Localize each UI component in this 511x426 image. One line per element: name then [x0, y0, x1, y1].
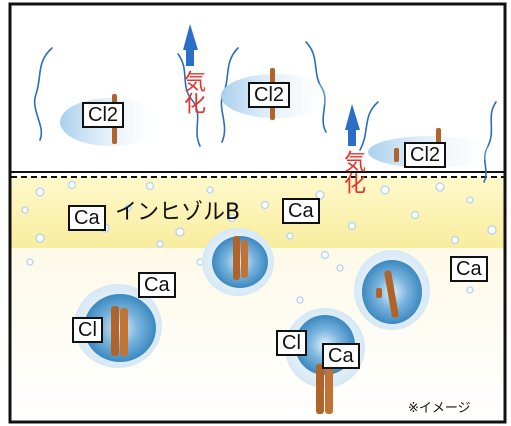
ca-label-5: Ca	[322, 343, 360, 369]
cl2-label-a: Cl2	[82, 102, 125, 128]
image-note: ※イメージ	[408, 401, 471, 416]
cl2-label-b: Cl2	[248, 82, 291, 108]
cl2-label-c: Cl2	[404, 142, 447, 168]
vapor-arrow-1	[183, 24, 198, 66]
ca-label-4: Ca	[138, 272, 176, 298]
ca-label-1: Ca	[68, 205, 106, 231]
droplet-left	[74, 284, 162, 368]
ca-label-3: Ca	[450, 256, 488, 282]
cl-label-2: Cl	[276, 330, 307, 356]
band-bubbles	[21, 180, 497, 248]
droplet-right	[354, 250, 430, 330]
cl-label-1: Cl	[72, 317, 103, 343]
vapor-arrow-2	[345, 104, 360, 146]
vaporize-text-1: 気化	[180, 70, 205, 114]
band-title: インヒゾルB	[115, 200, 241, 225]
vaporize-text-2: 気化	[340, 150, 365, 194]
droplet-center	[202, 228, 274, 296]
ca-label-2: Ca	[282, 198, 320, 224]
